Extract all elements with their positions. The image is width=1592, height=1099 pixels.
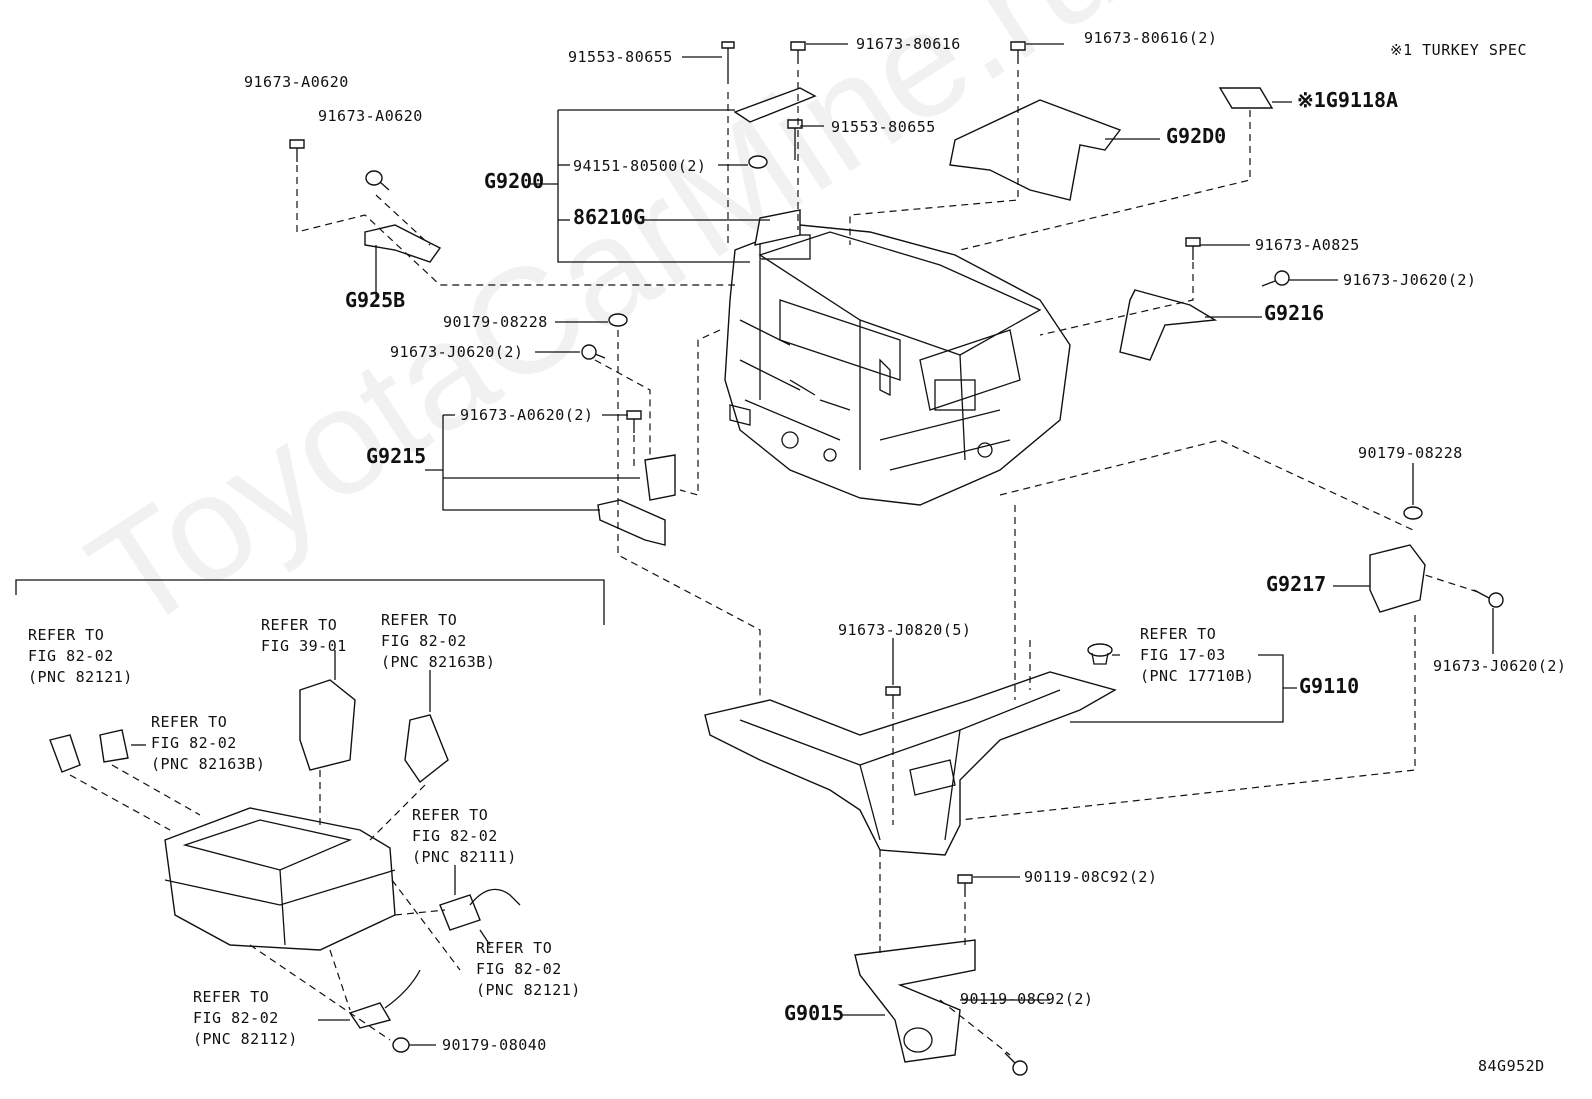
label-91553-80655-mid: 91553-80655 [831, 118, 936, 136]
turkey-spec-note: ※1 TURKEY SPEC [1390, 41, 1527, 59]
label-91673-j0820-5: 91673-J0820(5) [838, 621, 972, 639]
label-90119-08c92-a: 90119-08C92(2) [1024, 868, 1158, 886]
label-91673-j0620-2c: 91673-J0620(2) [1433, 657, 1567, 675]
mount [854, 939, 976, 1063]
label-g9217: G9217 [1266, 572, 1327, 596]
label-90119-08c92-b: 90119-08C92(2) [960, 990, 1094, 1008]
label-91673-a0825: 91673-A0825 [1255, 236, 1360, 254]
label-91673-80616: 91673-80616 [856, 35, 961, 53]
label-90179-08040: 90179-08040 [442, 1036, 547, 1054]
label-91673-a0620-a: 91673-A0620 [244, 73, 349, 91]
brackets [364, 87, 1426, 613]
fasteners [289, 41, 1504, 1076]
dashed-lines [69, 70, 1479, 1056]
label-91673-a0620-2: 91673-A0620(2) [460, 406, 594, 424]
inverter-exploded [49, 679, 521, 1029]
subframe [704, 671, 1117, 856]
label-g9200: G9200 [484, 169, 545, 193]
label-86210g: 86210G [573, 205, 646, 229]
label-g9216: G9216 [1264, 301, 1325, 325]
leader-lines [15, 43, 1494, 1046]
label-g9015: G9015 [784, 1001, 845, 1025]
label-91673-80616-2: 91673-80616(2) [1084, 29, 1218, 47]
label-91673-j0620-2b: 91673-J0620(2) [390, 343, 524, 361]
label-91673-a0620-b: 91673-A0620 [318, 107, 423, 125]
label-90179-08228-a: 90179-08228 [443, 313, 548, 331]
label-91553-80655-top: 91553-80655 [568, 48, 673, 66]
label-g925b: G925B [345, 288, 406, 312]
label-90179-08228-b: 90179-08228 [1358, 444, 1463, 462]
label-g92d0: G92D0 [1166, 124, 1227, 148]
inverter-assembly [724, 224, 1071, 506]
label-g9110: G9110 [1299, 674, 1360, 698]
label-g9215: G9215 [366, 444, 427, 468]
diagram-code: 84G952D [1478, 1057, 1545, 1075]
label-94151-80500: 94151-80500(2) [573, 157, 707, 175]
label-g9118a: ※1G9118A [1297, 88, 1399, 112]
label-91673-j0620-2a: 91673-J0620(2) [1343, 271, 1477, 289]
